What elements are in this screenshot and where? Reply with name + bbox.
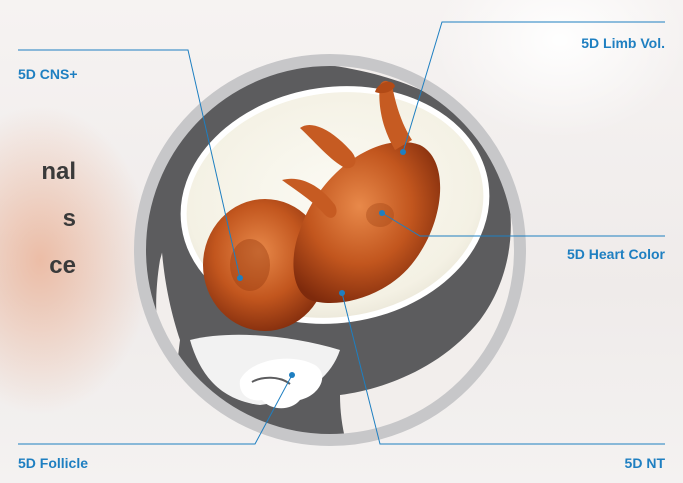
label-limb-vol: 5D Limb Vol. xyxy=(581,35,665,51)
label-cns: 5D CNS+ xyxy=(18,66,78,82)
label-nt: 5D NT xyxy=(625,455,665,471)
label-heart-color: 5D Heart Color xyxy=(567,246,665,262)
label-follicle: 5D Follicle xyxy=(18,455,88,471)
